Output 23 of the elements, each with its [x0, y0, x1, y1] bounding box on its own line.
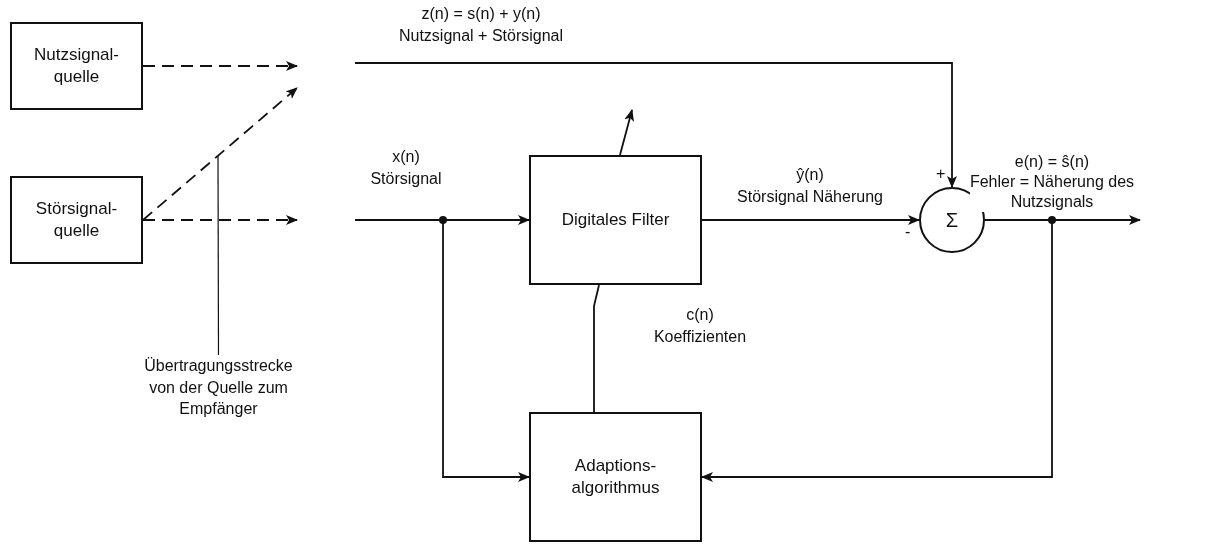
block-label: Störsignal- quelle — [34, 197, 119, 242]
block-box — [529, 155, 702, 285]
signal-arrow — [354, 219, 530, 482]
signal-arrow — [619, 109, 634, 156]
sign-label: - — [905, 224, 911, 240]
dashed-arrow — [142, 61, 298, 71]
block-box — [529, 412, 702, 542]
block-label: Adaptions- algorithmus — [570, 454, 661, 499]
dashed-arrow — [142, 215, 298, 225]
block-box — [10, 176, 143, 264]
sign-label: + — [936, 166, 946, 182]
connector-line — [593, 284, 600, 413]
edge-label: e(n) = ŝ(n) Fehler = Näherung des Nutzsignals — [969, 152, 1135, 212]
block-label: Nutzsignal- quelle — [32, 43, 120, 88]
dashed-arrow — [142, 87, 298, 221]
block-box — [10, 22, 143, 110]
annotation-text: Übertragungsstrecke von der Quelle zum Empfänger — [136, 355, 301, 430]
block-label: Digitales Filter — [560, 208, 671, 231]
sigma-symbol: Σ — [944, 208, 960, 233]
leader-line — [217, 155, 220, 356]
signal-arrow — [701, 215, 920, 225]
signal-arrow — [701, 219, 1053, 482]
signal-arrow — [354, 62, 957, 188]
